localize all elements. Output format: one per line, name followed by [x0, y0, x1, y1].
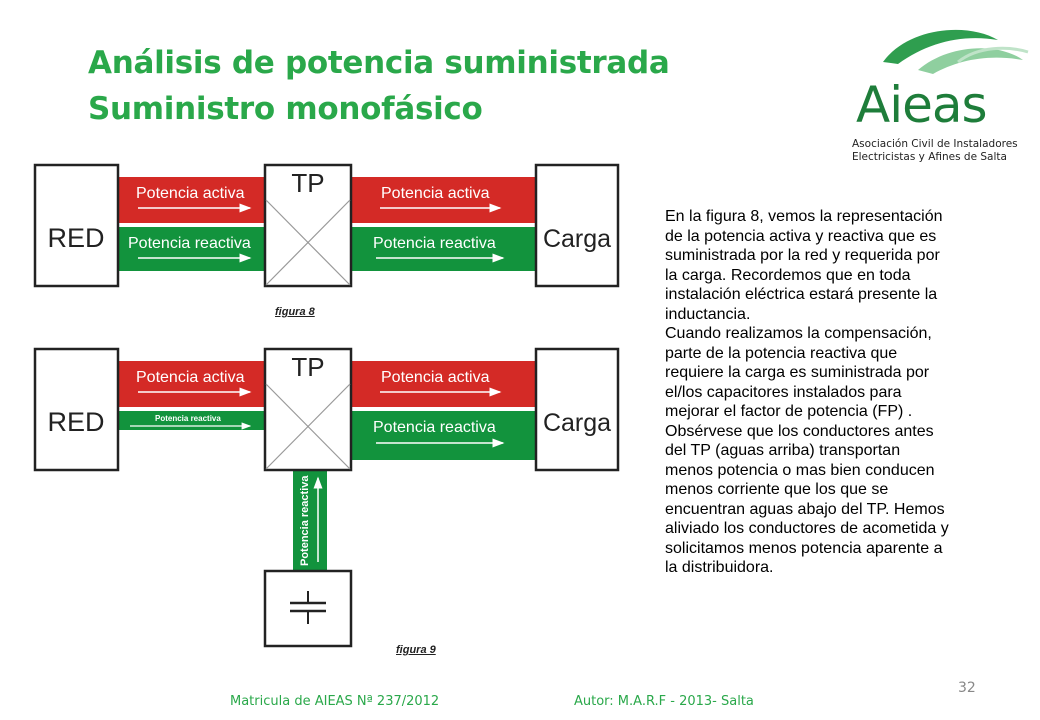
fig8-carga-box: [534, 163, 620, 288]
paragraph-line: Cuando realizamos la compensación,: [665, 325, 932, 342]
logo-subtitle-line-1: Asociación Civil de Instaladores: [852, 138, 1018, 150]
title-line-1: Análisis de potencia suministrada: [88, 45, 670, 81]
page-title: Análisis de potencia suministrada Sumini…: [88, 40, 670, 132]
title-line-2: Suministro monofásico: [88, 91, 483, 127]
paragraph-line: el/los capacitores instalados para: [665, 383, 902, 401]
fig8-reactiva-label-left: Potencia reactiva: [128, 235, 251, 252]
paragraph-line: encuentran aguas abajo del TP. Hemos: [665, 500, 945, 518]
paragraph-line: de la potencia activa y reactiva que es: [665, 227, 937, 245]
fig8-activa-band-right: [351, 177, 536, 223]
paragraph-line: menos potencia o mas bien conducen: [665, 461, 935, 479]
paragraph-line: Obsérvese que los conductores antes: [665, 422, 934, 440]
fig8-tp-box: [263, 163, 353, 288]
paragraph-line: En la figura 8, vemos la representación: [665, 208, 943, 225]
fig8-activa-label-right: Potencia activa: [381, 185, 490, 202]
fig9-reactiva-label-right: Potencia reactiva: [373, 419, 496, 436]
fig9-tp-label: TP: [291, 352, 324, 382]
fig9-reactiva-label-vertical: Potencia reactiva: [299, 475, 311, 566]
paragraph-line: inductancia.: [665, 305, 751, 323]
paragraph-line: la carga. Recordemos que en toda: [665, 266, 911, 284]
paragraph-line: mejorar el factor de potencia (FP) .: [665, 403, 913, 420]
leaf-icon: [883, 29, 1029, 74]
figure-8-caption: figura 8: [275, 306, 315, 318]
page-number: 32: [958, 680, 976, 696]
fig9-red-label: RED: [47, 407, 104, 437]
fig8-reactiva-band-left: [118, 227, 265, 271]
fig8-activa-label-left: Potencia activa: [136, 185, 245, 202]
explanation-paragraph: En la figura 8, vemos la representación …: [665, 207, 1015, 578]
fig8-red-box: [33, 163, 120, 288]
fig8-red-label: RED: [47, 223, 104, 253]
footer-registration: Matricula de AIEAS Nª 237/2012: [230, 694, 440, 709]
paragraph-line: menos corriente que los que se: [665, 481, 889, 498]
fig9-reactiva-band-left: [118, 411, 265, 430]
fig9-carga-label: Carga: [543, 409, 611, 437]
footer-author: Autor: M.A.R.F - 2013- Salta: [574, 694, 754, 709]
paragraph-line: del TP (aguas arriba) transportan: [665, 442, 901, 459]
fig9-activa-label-left: Potencia activa: [136, 369, 245, 386]
fig8-reactiva-label-right: Potencia reactiva: [373, 235, 496, 252]
logo-subtitle: Asociación Civil de Instaladores Electri…: [852, 138, 1018, 164]
fig9-reactiva-label-left: Potencia reactiva: [155, 414, 221, 423]
paragraph-line: parte de la potencia reactiva que: [665, 344, 898, 362]
fig9-reactiva-band-right: [351, 411, 536, 460]
fig9-carga-box: [534, 347, 620, 472]
figure-8: RED TP Carga Potencia activa Potencia re…: [33, 163, 620, 288]
fig9-tp-box: [263, 347, 353, 472]
capacitor-icon: [290, 591, 326, 624]
fig9-capacitor-box: [263, 569, 353, 648]
paragraph-line: requiere la carga es suministrada por: [665, 364, 930, 381]
logo-subtitle-line-2: Electricistas y Afines de Salta: [852, 151, 1007, 163]
figure-9-caption: figura 9: [396, 644, 436, 656]
fig8-carga-label: Carga: [543, 225, 611, 253]
figure-9: RED TP Carga Potencia activa Potencia re…: [33, 347, 620, 648]
fig8-tp-label: TP: [291, 168, 324, 198]
paragraph-line: la distribuidora.: [665, 559, 774, 576]
fig9-red-box: [33, 347, 120, 472]
logo-wordmark: Aieas: [856, 76, 988, 134]
paragraph-line: suministrada por la red y requerida por: [665, 247, 940, 264]
fig9-activa-label-right: Potencia activa: [381, 369, 490, 386]
fig9-activa-band-right: [351, 361, 536, 407]
aieas-logo: Aieas Asociación Civil de Instaladores E…: [838, 22, 1038, 167]
paragraph-line: solicitamos menos potencia aparente a: [665, 539, 943, 557]
fig8-activa-band-left: [118, 177, 265, 223]
fig8-reactiva-band-right: [351, 227, 536, 271]
paragraph-line: instalación eléctrica estará presente la: [665, 286, 938, 303]
paragraph-line: aliviado los conductores de acometida y: [665, 520, 949, 537]
fig9-activa-band-left: [118, 361, 265, 407]
